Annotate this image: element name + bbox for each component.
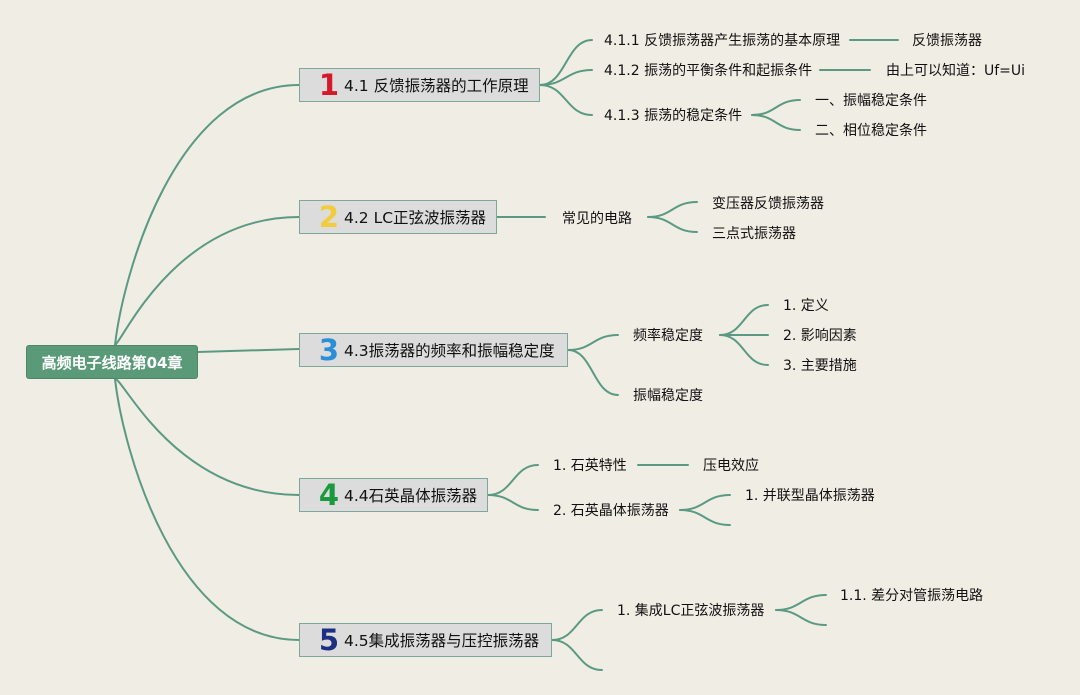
topic-4-5[interactable]: 5 4.5集成振荡器与压控振荡器 — [299, 623, 552, 657]
node-differential-pair-oscillator[interactable]: 1.1. 差分对管振荡电路 — [840, 588, 984, 604]
node-parallel-crystal-oscillator[interactable]: 1. 并联型晶体振荡器 — [745, 488, 875, 504]
number-2-icon: 2 — [318, 200, 340, 234]
node-4-1-2[interactable]: 4.1.2 振荡的平衡条件和起振条件 — [604, 63, 813, 79]
node-definition[interactable]: 1. 定义 — [783, 298, 829, 314]
connector-4-4-b — [487, 494, 539, 511]
number-5-icon: 5 — [318, 623, 340, 657]
node-feedback-oscillator[interactable]: 反馈振荡器 — [912, 33, 982, 49]
topic-label: 4.4石英晶体振荡器 — [344, 487, 478, 505]
connector-4-4-b-2 — [679, 509, 731, 526]
connector-4-2-a-1 — [647, 201, 698, 218]
connector-4-2-a-2 — [647, 216, 698, 233]
topic-label: 4.5集成振荡器与压控振荡器 — [344, 632, 540, 650]
node-amplitude-stability-condition[interactable]: 一、振幅稳定条件 — [815, 93, 927, 109]
connector-4-1-c-1 — [751, 99, 801, 116]
topic-4-1[interactable]: 1 4.1 反馈振荡器的工作原理 — [299, 68, 540, 102]
connector-4-5-a-2 — [775, 609, 827, 626]
connector-4-4-a — [487, 464, 539, 496]
node-piezoelectric-effect[interactable]: 压电效应 — [703, 458, 759, 474]
node-main-measures[interactable]: 3. 主要措施 — [783, 358, 857, 374]
connector-4-3-a — [567, 334, 619, 351]
connector-4-3-a-3 — [719, 334, 769, 366]
connector-4-1-b — [539, 69, 593, 86]
connector-root-4-1 — [114, 84, 300, 346]
topic-label: 4.2 LC正弦波振荡器 — [344, 209, 487, 227]
node-influencing-factors[interactable]: 2. 影响因素 — [783, 328, 857, 344]
node-common-circuits[interactable]: 常见的电路 — [562, 211, 632, 227]
connector-4-3-a-1 — [719, 304, 769, 336]
node-transformer-oscillator[interactable]: 变压器反馈振荡器 — [712, 196, 824, 212]
connector-root-4-3 — [197, 348, 300, 353]
connector-root-4-5 — [114, 378, 300, 641]
connector-4-1-c-2 — [751, 114, 801, 131]
connector-4-3-b — [567, 349, 619, 396]
connector-4-5-a — [551, 609, 603, 641]
topic-4-4[interactable]: 4 4.4石英晶体振荡器 — [299, 478, 488, 512]
topic-4-2[interactable]: 2 4.2 LC正弦波振荡器 — [299, 200, 497, 234]
node-phase-stability-condition[interactable]: 二、相位稳定条件 — [815, 123, 927, 139]
number-1-icon: 1 — [318, 68, 340, 102]
node-4-1-1[interactable]: 4.1.1 反馈振荡器产生振荡的基本原理 — [604, 33, 841, 49]
node-4-1-3[interactable]: 4.1.3 振荡的稳定条件 — [604, 108, 743, 124]
root-node[interactable]: 高频电子线路第04章 — [26, 345, 198, 379]
node-amplitude-stability[interactable]: 振幅稳定度 — [633, 388, 703, 404]
topic-label: 4.1 反馈振荡器的工作原理 — [344, 77, 529, 95]
connector-4-1-c — [539, 84, 593, 116]
node-quartz-properties[interactable]: 1. 石英特性 — [553, 458, 627, 474]
connector-root-4-2 — [114, 216, 300, 346]
connector-4-5-a-1 — [775, 594, 827, 611]
number-4-icon: 4 — [318, 478, 340, 512]
node-integrated-lc-oscillator[interactable]: 1. 集成LC正弦波振荡器 — [617, 603, 765, 619]
topic-label: 4.3振荡器的频率和振幅稳定度 — [344, 342, 555, 360]
connector-4-5-b — [551, 639, 603, 671]
node-quartz-oscillator[interactable]: 2. 石英晶体振荡器 — [553, 503, 669, 519]
node-uf-ui[interactable]: 由上可以知道：Uf=Ui — [886, 63, 1026, 79]
connector-4-4-b-1 — [679, 494, 731, 511]
node-three-point-oscillator[interactable]: 三点式振荡器 — [712, 226, 796, 242]
number-3-icon: 3 — [318, 333, 340, 367]
connector-root-4-4 — [114, 377, 300, 496]
topic-4-3[interactable]: 3 4.3振荡器的频率和振幅稳定度 — [299, 333, 568, 367]
node-frequency-stability[interactable]: 频率稳定度 — [633, 328, 703, 344]
